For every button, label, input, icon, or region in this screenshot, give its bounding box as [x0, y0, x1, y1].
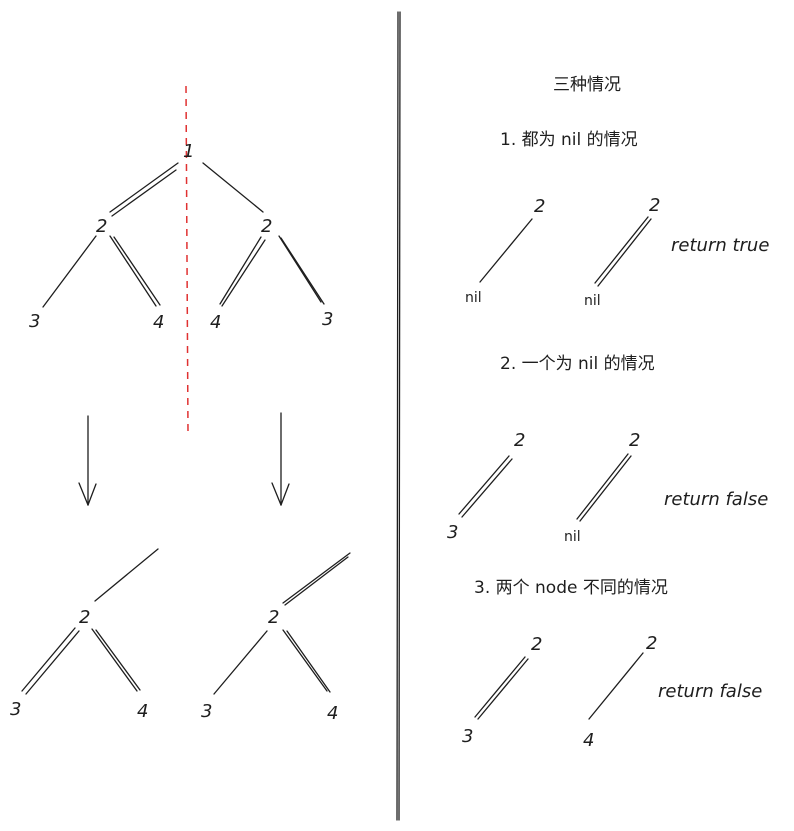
case-2-a-top: 2	[514, 430, 525, 451]
tree-ll-node: 3	[29, 311, 40, 332]
case-1-a-bottom: nil	[465, 290, 482, 306]
case-2-b-top: 2	[629, 430, 640, 451]
bottom-left-r-node: 4	[137, 701, 148, 722]
case-3-a-bottom: 3	[462, 726, 473, 747]
divider	[396, 11, 401, 821]
case-2: 2. 一个为 nil 的情况 2 3 2 nil return false	[447, 354, 768, 545]
bottom-right-root-node: 2	[268, 607, 279, 628]
case-1: 1. 都为 nil 的情况 2 nil 2 nil return true	[465, 130, 769, 309]
case-2-heading: 2. 一个为 nil 的情况	[500, 354, 655, 374]
bottom-left-root-node: 2	[79, 607, 90, 628]
bottom-right-l-node: 3	[201, 701, 212, 722]
case-3-b-bottom: 4	[583, 730, 594, 751]
tree-left-node: 2	[96, 216, 107, 237]
case-1-b-top: 2	[649, 195, 660, 216]
case-1-heading: 1. 都为 nil 的情况	[500, 130, 638, 150]
tree-edges	[42, 162, 325, 308]
case-2-a-bottom: 3	[447, 522, 458, 543]
mirror-axis	[185, 85, 189, 433]
bottom-right-subtree: 2 3 4	[201, 552, 351, 724]
case-1-result: return true	[671, 235, 769, 256]
down-arrow-right	[271, 412, 290, 506]
case-3-b-top: 2	[646, 633, 657, 654]
case-2-b-bottom: nil	[564, 529, 581, 545]
tree-lr-node: 4	[153, 312, 164, 333]
bottom-right-r-node: 4	[327, 703, 338, 724]
case-2-result: return false	[664, 489, 768, 510]
case-3-a-top: 2	[531, 634, 542, 655]
case-1-b-bottom: nil	[584, 293, 601, 309]
bottom-left-subtree: 2 3 4	[10, 548, 159, 722]
bottom-left-l-node: 3	[10, 699, 21, 720]
tree-root-node: 1	[183, 141, 194, 162]
tree-right-node: 2	[261, 216, 272, 237]
case-3: 3. 两个 node 不同的情况 2 3 2 4 return false	[462, 578, 762, 751]
case-3-heading: 3. 两个 node 不同的情况	[474, 578, 668, 598]
case-1-a-top: 2	[534, 196, 545, 217]
case-3-result: return false	[658, 681, 762, 702]
top-tree: 1 2 2 3 4 4 3	[29, 141, 333, 333]
panel-title: 三种情况	[553, 75, 621, 95]
tree-rr-node: 3	[322, 309, 333, 330]
tree-rl-node: 4	[210, 312, 221, 333]
down-arrow-left	[78, 415, 97, 506]
